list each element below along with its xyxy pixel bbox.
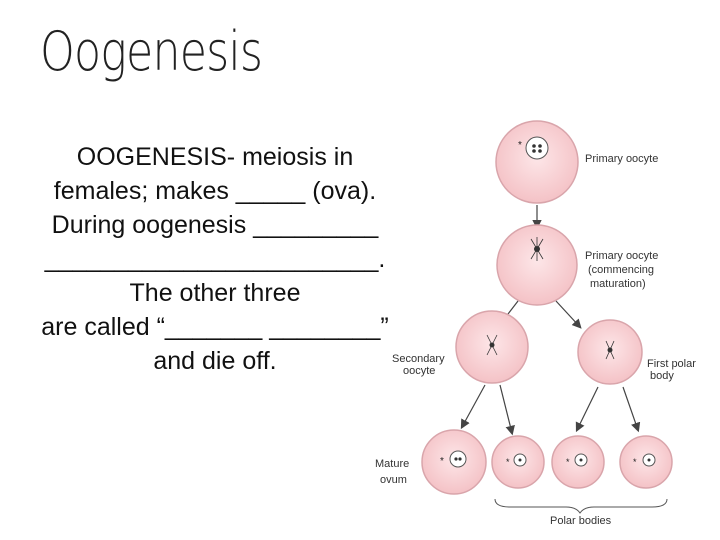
text-line: OOGENESIS- meiosis in bbox=[76, 143, 354, 171]
arrow bbox=[575, 386, 599, 433]
polar-body-cell: * bbox=[491, 435, 545, 489]
text-line: During oogenesis _________ bbox=[51, 211, 379, 239]
main-text: OOGENESIS- meiosis in females; makes ___… bbox=[0, 140, 430, 378]
primary-oocyte-cell: * bbox=[495, 120, 579, 204]
maturing-oocyte-label-2: (commencing bbox=[588, 264, 654, 276]
oogenesis-diagram: * Primary oocyte Primary oocyte (commenc… bbox=[375, 120, 696, 527]
polar-bodies-brace bbox=[494, 498, 668, 514]
secondary-oocyte-cell bbox=[455, 310, 529, 384]
secondary-oocyte-label-2: oocyte bbox=[403, 365, 435, 377]
text-line: and die off. bbox=[153, 347, 277, 375]
mature-ovum-label-1: Mature bbox=[375, 458, 409, 470]
svg-text:*: * bbox=[633, 457, 637, 467]
first-polar-body-label-1: First polar bbox=[647, 358, 696, 370]
text-line: ________________________. bbox=[44, 245, 386, 273]
arrow bbox=[460, 384, 486, 430]
polar-body-cell: * bbox=[551, 435, 605, 489]
polar-body-cell: * bbox=[619, 435, 673, 489]
arrow bbox=[499, 384, 515, 436]
mature-ovum-cell: * bbox=[421, 429, 487, 495]
page-title: Oogenesis bbox=[40, 20, 263, 83]
svg-text:*: * bbox=[440, 456, 444, 467]
svg-text:*: * bbox=[506, 457, 510, 467]
text-line: are called “_______ ________” bbox=[41, 313, 389, 341]
maturing-oocyte-label-1: Primary oocyte bbox=[585, 250, 658, 262]
mature-ovum-label-2: ovum bbox=[380, 474, 407, 486]
first-polar-body-cell bbox=[577, 319, 643, 385]
secondary-oocyte-label-1: Secondary bbox=[392, 353, 445, 365]
arrow bbox=[622, 386, 641, 433]
svg-text:*: * bbox=[566, 457, 570, 467]
polar-bodies-label: Polar bodies bbox=[550, 515, 612, 527]
primary-oocyte-label: Primary oocyte bbox=[585, 153, 658, 165]
arrow bbox=[555, 300, 582, 329]
text-line: The other three bbox=[129, 279, 301, 307]
maturing-oocyte-cell bbox=[496, 224, 578, 306]
text-line: females; makes _____ (ova). bbox=[53, 177, 377, 205]
first-polar-body-label-2: body bbox=[650, 370, 674, 382]
maturing-oocyte-label-3: maturation) bbox=[590, 278, 646, 290]
svg-text:*: * bbox=[518, 140, 522, 151]
